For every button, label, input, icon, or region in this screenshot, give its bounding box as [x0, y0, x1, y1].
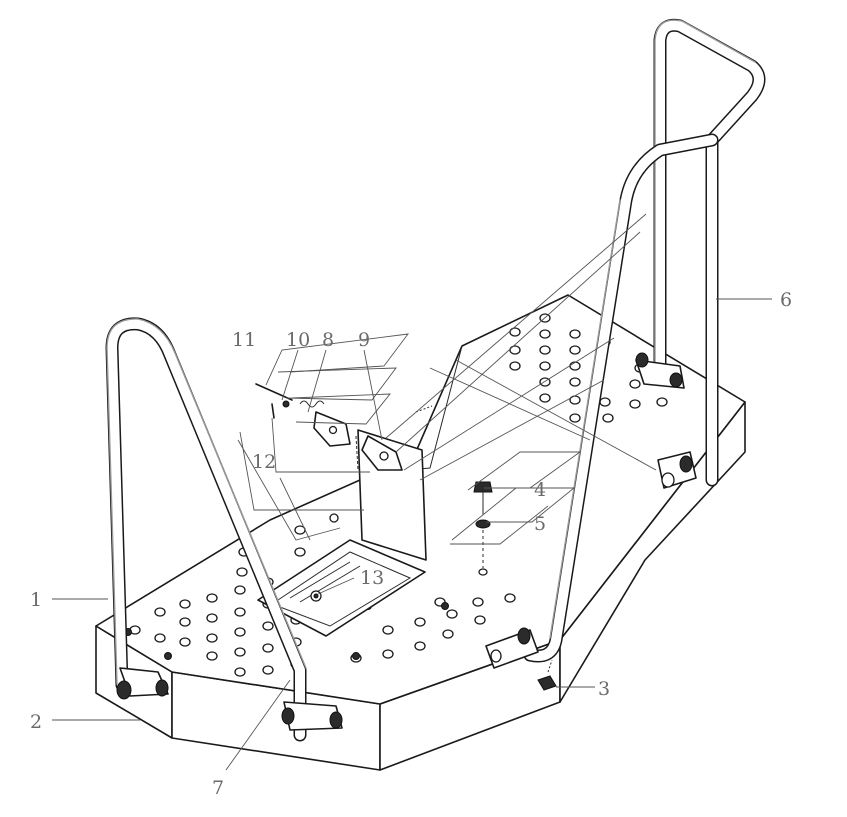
clip-12 [271, 403, 275, 419]
handrail-right [485, 18, 766, 669]
hole-grid-rear [509, 313, 668, 423]
callout-labels: 1 2 3 4 5 6 7 8 9 10 11 12 13 [30, 289, 792, 799]
pin-11 [255, 383, 293, 401]
console-base-tray [257, 539, 426, 637]
washer-12 [329, 513, 339, 523]
callout-11: 11 [232, 329, 256, 351]
callout-2: 2 [30, 711, 42, 733]
center-console [255, 383, 433, 637]
callout-13: 13 [360, 567, 384, 589]
platform-body [95, 401, 746, 771]
callout-8: 8 [322, 329, 334, 351]
callout-9: 9 [358, 329, 370, 351]
washer-5 [475, 519, 491, 529]
callout-12: 12 [252, 451, 276, 473]
callout-4: 4 [534, 479, 546, 501]
callout-6: 6 [780, 289, 792, 311]
callout-5: 5 [534, 513, 546, 535]
bolt-4 [473, 481, 493, 493]
callout-10: 10 [286, 329, 310, 351]
leader-lines [52, 213, 772, 771]
callout-7: 7 [212, 777, 224, 799]
spring-10 [299, 400, 325, 408]
deck-holes [124, 313, 668, 677]
bolt-3 [537, 659, 557, 691]
console-tray-inner [270, 551, 412, 627]
callout-3: 3 [598, 678, 610, 700]
handrail-left [105, 317, 343, 742]
bolt-washer-stack [473, 481, 493, 576]
callout-1: 1 [30, 589, 42, 611]
